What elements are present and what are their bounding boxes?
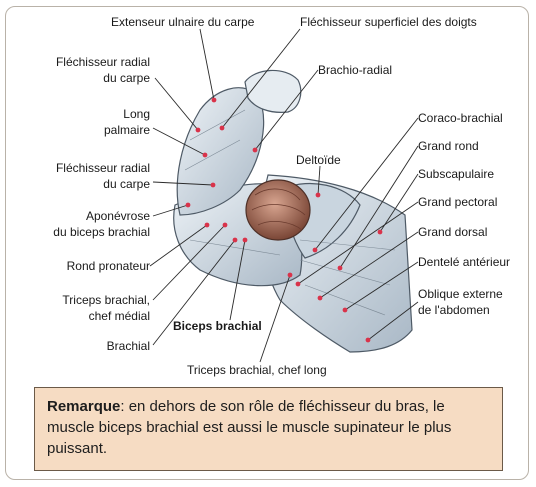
label-brachio-radial: Brachio-radial (318, 62, 392, 78)
label-triceps-medial-b: chef médial (89, 308, 150, 324)
label-grand-pectoral: Grand pectoral (418, 194, 497, 210)
label-coraco-brachial: Coraco-brachial (418, 110, 503, 126)
label-flechisseur-radial-2a: Fléchisseur radial (56, 160, 150, 176)
label-flechisseur-radial-1b: du carpe (103, 70, 150, 86)
label-subscapulaire: Subscapulaire (418, 166, 494, 182)
label-triceps-medial-a: Triceps brachial, (62, 292, 150, 308)
label-brachial: Brachial (107, 338, 150, 354)
label-oblique-externe-a: Oblique externe (418, 286, 503, 302)
label-oblique-externe-b: de l'abdomen (418, 302, 490, 318)
label-long-palmaire-b: palmaire (104, 122, 150, 138)
label-grand-dorsal: Grand dorsal (418, 224, 487, 240)
remark-box: Remarque: en dehors de son rôle de fléch… (34, 387, 503, 471)
label-biceps-brachial: Biceps brachial (173, 318, 262, 334)
label-flechisseur-superficiel: Fléchisseur superficiel des doigts (300, 14, 477, 30)
label-deltoide: Deltoïde (296, 152, 341, 168)
label-grand-rond: Grand rond (418, 138, 479, 154)
label-aponevrose-b: du biceps brachial (53, 224, 150, 240)
label-extenseur-ulnaire: Extenseur ulnaire du carpe (111, 14, 254, 30)
label-dentele-anterieur: Dentelé antérieur (418, 254, 510, 270)
label-triceps-chef-long: Triceps brachial, chef long (187, 362, 327, 378)
label-aponevrose-a: Aponévrose (86, 208, 150, 224)
label-rond-pronateur: Rond pronateur (67, 258, 150, 274)
label-long-palmaire-a: Long (123, 106, 150, 122)
label-flechisseur-radial-1a: Fléchisseur radial (56, 54, 150, 70)
label-flechisseur-radial-2b: du carpe (103, 176, 150, 192)
remark-heading: Remarque (47, 398, 120, 415)
